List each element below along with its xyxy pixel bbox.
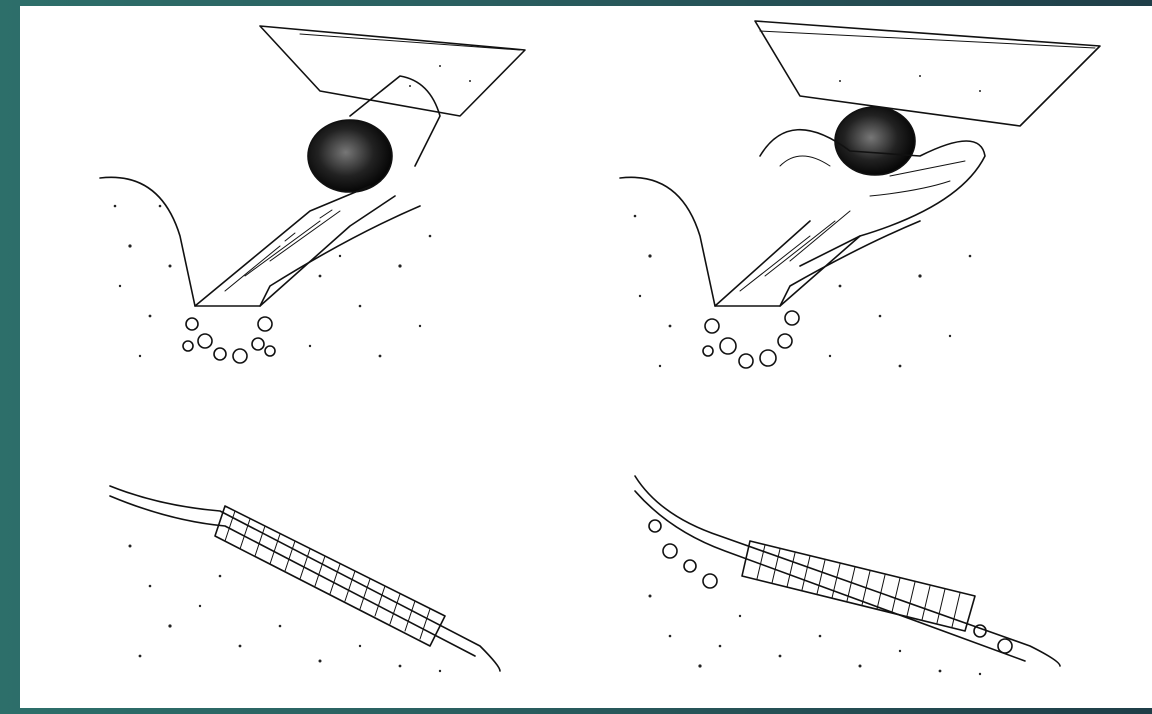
slide-canvas <box>20 6 1152 708</box>
panel-top-right <box>620 21 1100 368</box>
riprap-stones <box>649 520 1012 653</box>
riprap-stones <box>183 317 275 363</box>
panel-bottom-left <box>110 486 500 672</box>
culvert-opening <box>835 107 915 175</box>
riprap-stones <box>703 311 799 368</box>
corrugated-pipe <box>742 541 975 631</box>
panel-top-left <box>100 26 525 363</box>
diagram-svg <box>20 6 1152 708</box>
panel-bottom-right <box>635 476 1060 675</box>
soil-texture <box>129 545 442 673</box>
pipe-corrugations <box>757 545 960 627</box>
culvert-opening <box>308 120 392 192</box>
soil-texture <box>634 75 981 367</box>
soil-texture <box>649 595 982 676</box>
